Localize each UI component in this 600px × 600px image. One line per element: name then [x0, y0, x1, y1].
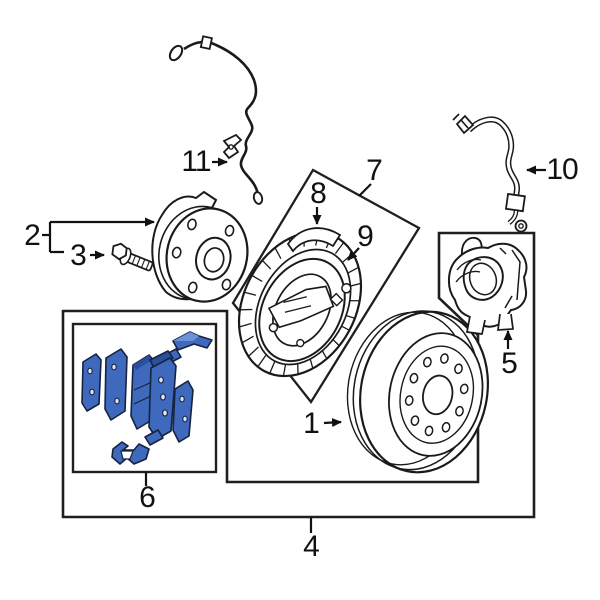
assembly-group-box-4 — [61, 231, 536, 519]
brake-caliper — [448, 236, 528, 335]
pad-shim-left — [81, 353, 102, 412]
callout-8: 8 — [310, 177, 327, 210]
hub-bolt — [111, 242, 154, 272]
brake-hose — [452, 113, 528, 233]
rotor-lug-holes — [404, 353, 469, 437]
dust-shield-tab — [286, 227, 342, 253]
abs-sensor-wire — [168, 35, 264, 205]
callout-1: 1 — [303, 407, 320, 440]
callout-6: 6 — [139, 481, 156, 514]
callout-2: 2 — [24, 219, 41, 252]
callout-7: 7 — [366, 154, 383, 187]
wire-bracket — [222, 133, 243, 160]
callout-11: 11 — [181, 145, 211, 178]
pad-shim-2 — [104, 348, 128, 421]
pad-flap — [149, 350, 174, 369]
callout-3: 3 — [70, 239, 87, 272]
callout-9: 9 — [357, 220, 374, 253]
parking-brake-shoes — [258, 257, 352, 363]
backing-plate-box-7 — [231, 168, 421, 405]
wheel-hub — [151, 190, 249, 303]
pad-shim-small-2 — [144, 429, 164, 446]
callout-5: 5 — [501, 347, 518, 380]
brake-rotor — [346, 310, 489, 474]
pad-kit-box-6 — [71, 322, 218, 474]
brake-pad-kit — [81, 331, 213, 465]
callout-10: 10 — [546, 153, 578, 186]
callout-4: 4 — [303, 530, 320, 563]
callout-leaders — [42, 157, 546, 533]
pad-right — [172, 380, 194, 443]
